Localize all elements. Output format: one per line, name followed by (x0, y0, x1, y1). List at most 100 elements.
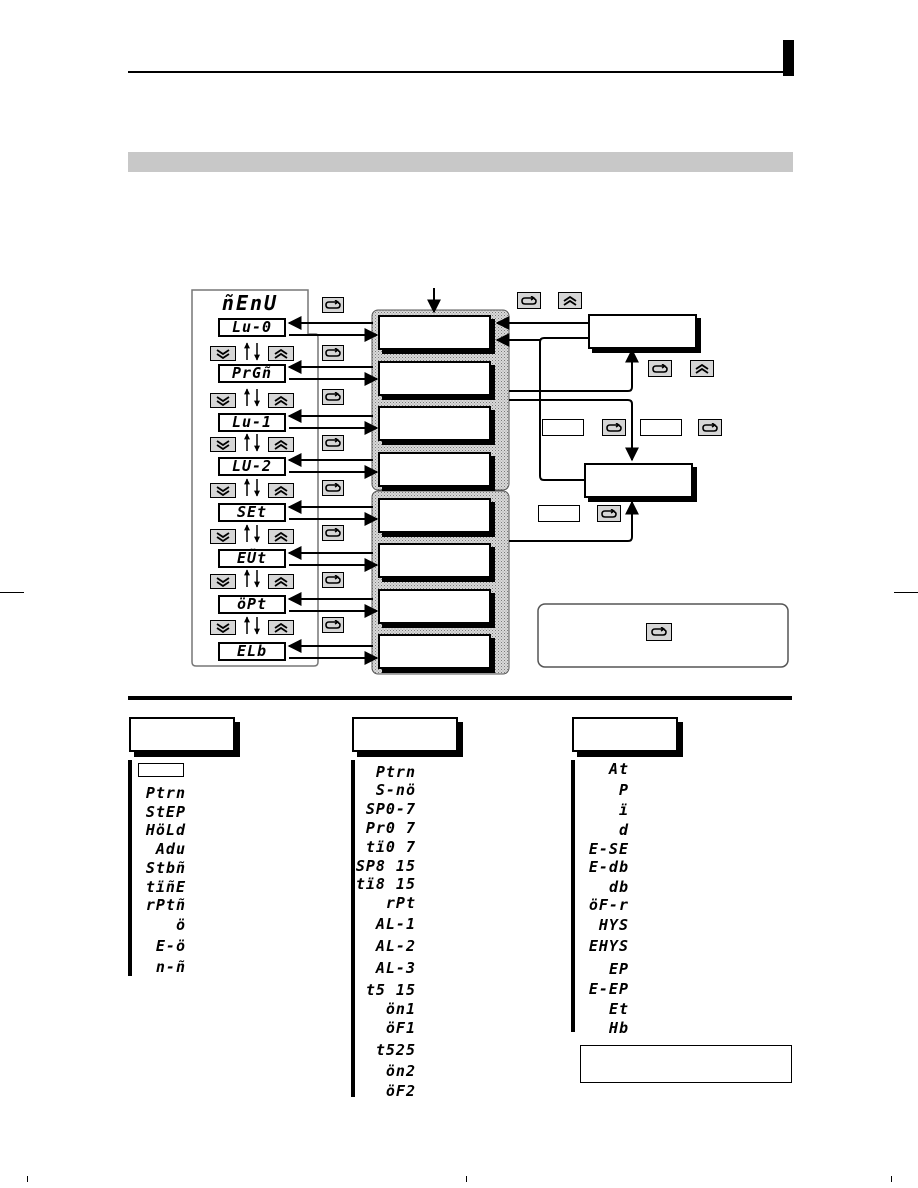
level-box-4 (378, 452, 491, 487)
param-list-2-item: SP0-7 (365, 800, 416, 818)
mode-return-key-icon (322, 345, 344, 361)
param-list-header-1 (129, 717, 235, 752)
param-list-2-item: tï8 15 (355, 875, 416, 893)
menu-item-calibration-label: ELb (236, 642, 268, 660)
param-list-1-item: rPtñ (145, 896, 186, 914)
mode-return-key-icon (597, 505, 621, 522)
side-flow-lines (495, 316, 639, 542)
corner-mark (891, 1176, 892, 1182)
down-key-icon (210, 393, 236, 408)
blank-key-box (538, 505, 580, 522)
menu-item-lv0[interactable]: Lu-0 (218, 318, 286, 337)
menu-item-lv1[interactable]: Lu-1 (218, 413, 286, 432)
down-key-icon (210, 437, 236, 452)
param-list-3-item: EHYS (588, 937, 629, 955)
up-key-icon (558, 292, 582, 309)
level-box-6 (378, 543, 491, 578)
menu-title-box: ñEnU (192, 290, 308, 316)
menu-item-expansion[interactable]: EÜt (218, 549, 286, 568)
menu-item-program-label: PrGñ (231, 364, 273, 382)
param-list-2-item: ön2 (385, 1062, 416, 1080)
down-key-icon (210, 574, 236, 589)
up-key-icon (268, 483, 294, 498)
param-list-1-item: Ptrn (145, 784, 186, 802)
param-list-3-item: EP (608, 960, 629, 978)
edge-tick-right (894, 592, 918, 593)
mode-return-key-icon (648, 360, 672, 377)
mode-return-key-icon (646, 623, 672, 641)
param-list-bar-3 (571, 760, 575, 1032)
blank-key-box (640, 419, 682, 436)
header-tab (783, 40, 794, 76)
mode-return-key-icon (322, 617, 344, 633)
param-list-header-3 (572, 717, 678, 752)
param-list-3-item: Et (608, 1000, 629, 1018)
edge-tick-left (0, 592, 24, 593)
blank-key-box (542, 419, 584, 436)
param-list-3-item: E-EP (588, 980, 629, 998)
mode-return-key-icon (322, 480, 344, 496)
param-list-2-item: rPt (385, 894, 416, 912)
menu-item-calibration[interactable]: ELb (218, 642, 286, 661)
param-list-3-item: Hb (608, 1019, 629, 1037)
down-key-icon (210, 529, 236, 544)
menu-item-option-label: öPt (236, 595, 268, 613)
menu-item-lv1-label: Lu-1 (231, 413, 273, 431)
menu-level-connectors (287, 316, 379, 665)
param-list-3-item: d (618, 821, 629, 839)
param-list-2-item: öF1 (385, 1019, 416, 1037)
param-list-2-item: SP8 15 (355, 857, 416, 875)
param-list-header-2 (352, 717, 458, 752)
param-list-1-item-0-box (138, 763, 184, 777)
param-list-1-item: HöLd (145, 821, 186, 839)
param-list-2-item: t525 (375, 1041, 416, 1059)
menu-item-setup-label: SEt (236, 503, 268, 521)
level-box-7 (378, 589, 491, 624)
param-list-1-item: StEP (145, 803, 186, 821)
param-list-3-item: ï (618, 801, 629, 819)
param-list-3-item: E-db (588, 858, 629, 876)
menu-title: ñEnU (221, 291, 279, 315)
param-list-1-item: Adu (155, 840, 186, 858)
menu-item-option[interactable]: öPt (218, 595, 286, 614)
mode-return-key-icon (602, 419, 626, 436)
param-list-1-item: Stbñ (145, 859, 186, 877)
up-key-icon (268, 620, 294, 635)
mode-return-key-icon (517, 292, 541, 309)
mode-return-key-icon (322, 572, 344, 588)
param-list-2-item: ön1 (385, 1000, 416, 1018)
param-list-1-item: E-ö (155, 937, 186, 955)
menu-item-expansion-label: EÜt (236, 549, 268, 567)
param-list-3-item: öF-r (588, 896, 629, 914)
menu-item-lv2[interactable]: LU-2 (218, 457, 286, 476)
param-list-1-item: ö (175, 916, 186, 934)
param-list-bar-1 (128, 760, 132, 976)
mode-return-key-icon (698, 419, 722, 436)
up-key-icon (268, 437, 294, 452)
menu-item-setup[interactable]: SEt (218, 503, 286, 522)
mode-return-key-icon (322, 389, 344, 405)
down-key-icon (210, 346, 236, 361)
param-list-2-item: AL-3 (375, 959, 416, 977)
section-bar (128, 152, 793, 172)
group-setup-levels (371, 490, 510, 675)
param-list-bar-2 (351, 760, 355, 1097)
corner-mark (27, 1176, 28, 1182)
side-level-box-bottom (584, 463, 693, 498)
param-list-3-item: E-SE (588, 840, 629, 858)
param-list-3-item: At (608, 760, 629, 778)
param-list-3-item: P (618, 781, 629, 799)
param-list-3-item: db (608, 878, 629, 896)
mode-return-key-icon (322, 297, 344, 313)
down-key-icon (210, 483, 236, 498)
level-box-8 (378, 634, 491, 669)
param-list-2-item: Ptrn (375, 763, 416, 781)
menu-item-program[interactable]: PrGñ (218, 364, 286, 383)
side-level-box-top (588, 314, 697, 349)
corner-mark (466, 1176, 467, 1182)
param-list-2-item: öF2 (385, 1082, 416, 1100)
up-key-icon (268, 574, 294, 589)
up-key-icon (268, 393, 294, 408)
down-key-icon (210, 620, 236, 635)
param-list-2-item: t5 15 (365, 981, 416, 999)
